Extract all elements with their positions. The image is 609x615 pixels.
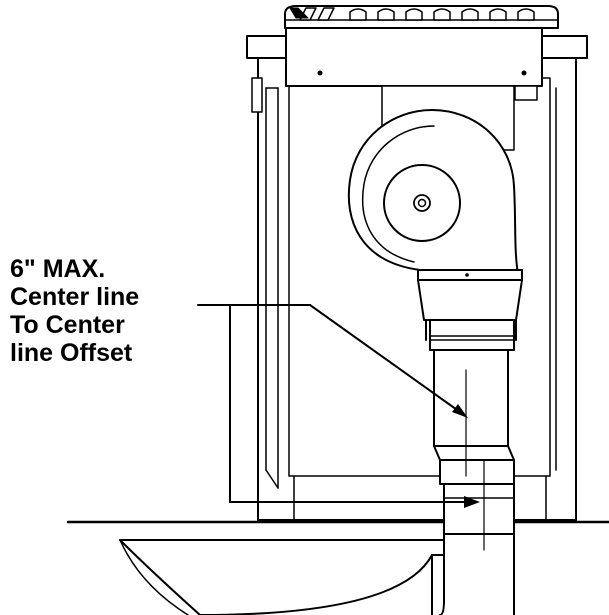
callout-line-2: Center line	[10, 283, 140, 311]
blower-motor-icon	[383, 164, 461, 242]
callout-line-1: 6" MAX.	[10, 255, 106, 283]
drain-trough	[119, 539, 445, 615]
top-plate	[285, 27, 543, 87]
callout-line-4: line Offset	[10, 339, 133, 367]
gas-valve	[251, 77, 263, 113]
vent-pipe-upper	[433, 349, 515, 485]
burner-grate-icon	[284, 5, 559, 29]
vent-pipe-lower	[439, 483, 515, 615]
callout-line-3: To Center	[10, 311, 125, 339]
offset-callout: 6" MAX. Center line To Center line Offse…	[10, 255, 139, 367]
vent-transition	[417, 269, 523, 351]
offset-leaders	[197, 304, 480, 508]
